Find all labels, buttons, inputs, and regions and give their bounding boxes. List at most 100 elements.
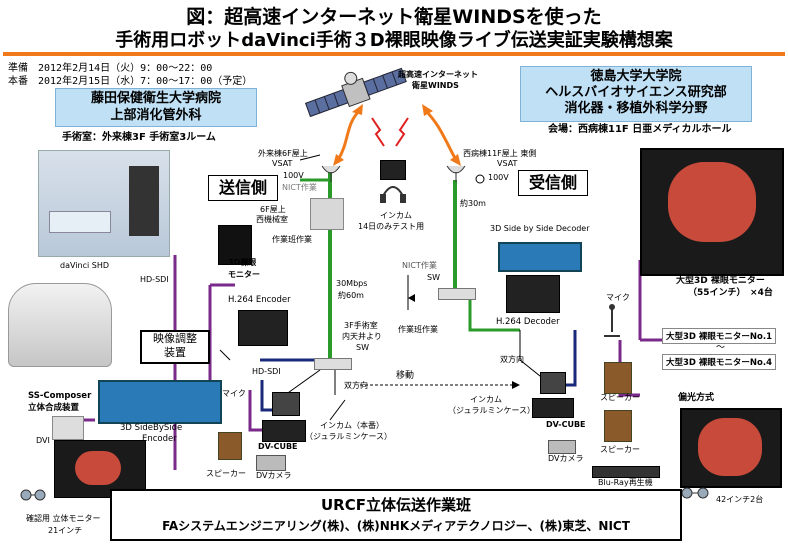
speaker-right-2-device: [604, 410, 632, 442]
dvcube-monitor-right: [540, 372, 566, 394]
intercom-top-note: 14日のみテスト用: [358, 222, 425, 231]
dvcube-device-right: [532, 398, 574, 418]
h264-decoder-device: [506, 275, 560, 313]
big-monitor-label: 大型3D 裸眼モニター: [676, 276, 765, 286]
machine-room-note: 作業班作業: [272, 235, 312, 244]
sender-side-label: 送信側: [208, 175, 278, 201]
davinci-robot-image: [38, 150, 170, 257]
intercom-left-note: （ジュラルミンケース）: [305, 432, 393, 441]
vsat-dish-left-icon: [321, 165, 341, 182]
polarized-label: 偏光方式: [678, 393, 715, 403]
vsat-right-location: 西病棟11F屋上 東側: [463, 149, 537, 158]
satellite-icon: [304, 67, 407, 118]
receiver-institution-dept: ヘルスバイオサイエンス研究部: [545, 85, 727, 100]
headset-icon: [380, 186, 406, 203]
hd-sdi-label-1: HD-SDI: [140, 275, 169, 284]
link-speed-label: 30Mbps: [336, 279, 368, 288]
sbs-encoder-label-1: 3D SideBySide: [120, 423, 183, 433]
title-line-1: 図：超高速インターネット衛星WINDSを使った: [186, 6, 602, 28]
footer-team: URCF立体伝送作業班: [321, 496, 471, 514]
speaker-right-1-label: スピーカー: [600, 393, 640, 402]
vsat-right-label: VSAT: [497, 159, 518, 168]
machine-room-line1: 6F屋上: [260, 205, 286, 214]
move-label: 移動: [396, 371, 415, 381]
link-distance-label: 約60m: [338, 291, 364, 300]
big-monitor-count: （55インチ） ×4台: [688, 288, 773, 298]
machine-room-rack: [310, 198, 344, 230]
title-line-2: 手術用ロボットdaVinci手術３D裸眼映像ライブ伝送実証実験構想案: [115, 30, 673, 51]
ss-composer-label: SS-Composer: [28, 391, 92, 401]
intercom-right-note: （ジュラルミンケース）: [448, 406, 536, 415]
receiver-institution-name: 徳島大学大学院: [590, 69, 682, 84]
title-divider: [3, 52, 785, 56]
bluray-label: Blu-Ray再生機: [598, 478, 653, 487]
sw-left-line3: SW: [356, 343, 369, 352]
sbs-decoder-device: [498, 242, 582, 272]
vsat-left-location: 外来棟6F屋上: [258, 149, 308, 158]
intercom-right-label: インカム: [470, 395, 502, 404]
intercom-top-label: インカム: [380, 211, 412, 220]
bidirectional-right: 双方向: [500, 355, 524, 364]
bluray-device: [592, 466, 660, 478]
signal-zigzag-left: [371, 117, 385, 147]
speaker-left-label: スピーカー: [206, 469, 246, 478]
sender-institution-dept: 上部消化管外科: [110, 108, 202, 123]
monitor-3d-label-2: モニター: [228, 270, 260, 279]
sw-right-label: SW: [427, 273, 440, 282]
h264-decoder-label: H.264 Decoder: [496, 317, 560, 327]
monitor-42-label: 42インチ2台: [716, 495, 764, 504]
sw-left-line2: 内天井より: [342, 332, 382, 341]
signal-zigzag-right: [395, 117, 409, 147]
polarized-monitor: [680, 408, 782, 488]
h264-encoder-label: H.264 Encoder: [228, 295, 291, 305]
receiver-side-label: 受信側: [518, 170, 588, 196]
sbs-encoder-device: [98, 380, 222, 424]
satellite-label-1: 超高速インターネット: [398, 70, 478, 79]
speaker-right-1-device: [604, 362, 632, 394]
vsat-dish-right-icon: [446, 165, 466, 182]
sender-institution-name: 藤田保健衛生大学病院: [90, 91, 221, 106]
link-right-distance: 約30m: [460, 199, 486, 208]
sw-left-line1: 3F手術室: [344, 321, 378, 330]
monitor-list-item-1: 大型3D 裸眼モニターNo.1: [662, 328, 777, 344]
dvcamera-left-label: DVカメラ: [256, 471, 292, 480]
confirm-monitor: [54, 440, 146, 498]
sw-right-device: [438, 288, 476, 300]
dvcamera-right-device: [548, 440, 576, 454]
image-adjust-label-1: 映像調整: [153, 332, 197, 345]
monitor-list-item-3: 大型3D 裸眼モニターNo.4: [662, 354, 777, 370]
davinci-label: daVinci SHD: [60, 261, 109, 270]
3d-glasses-icon-right: [681, 487, 709, 499]
vsat-left-power: 100V: [283, 171, 304, 180]
intercom-left-label: インカム（本番）: [320, 421, 384, 430]
sender-institution-box: 藤田保健衛生大学病院 上部消化管外科: [55, 88, 257, 127]
uplink-left: [336, 108, 362, 161]
footer-companies: FAシステムエンジニアリング(株)、(株)NHKメディアテクノロジー、(株)東芝…: [162, 519, 630, 533]
h264-encoder-device: [238, 310, 288, 346]
image-adjust-label-2: 装置: [164, 346, 186, 359]
sbs-encoder-label-2: Encoder: [142, 434, 177, 444]
dvcube-monitor-left: [272, 392, 300, 416]
dvi-label-left: DVI: [36, 436, 50, 445]
dvcube-label-left: DV-CUBE: [258, 442, 298, 451]
intercom-unit-top: [380, 160, 406, 180]
dvcube-label-right: DV-CUBE: [546, 420, 586, 429]
ss-composer-desc: 立体合成装置: [28, 403, 80, 413]
receiver-institution-div: 消化器・移植外科学分野: [564, 101, 708, 116]
confirm-monitor-label: 確認用 立体モニター: [26, 514, 101, 523]
machine-room-line2: 西機械室: [256, 215, 288, 224]
vsat-left-label: VSAT: [272, 159, 293, 168]
footer-box: URCF立体伝送作業班 FAシステムエンジニアリング(株)、(株)NHKメディア…: [110, 489, 682, 541]
confirm-monitor-size: 21インチ: [48, 526, 83, 535]
hd-sdi-label-2: HD-SDI: [252, 367, 281, 376]
mic-label-left: マイク: [222, 389, 246, 398]
operating-room-label: 手術室：外来棟3F 手術室3ルーム: [62, 132, 216, 143]
vsat-right-power: 100V: [488, 173, 509, 182]
bidirectional-left: 双方向: [344, 381, 368, 390]
nict-work-right: NICT作業: [402, 261, 437, 270]
venue-label: 会場：西病棟11F 日亜メディカルホール: [548, 124, 732, 135]
mic-right-icon: [604, 304, 620, 337]
sbs-decoder-label: 3D Side by Side Decoder: [490, 224, 590, 233]
sender-3d-monitor: [218, 225, 252, 265]
speaker-left-device: [218, 432, 242, 460]
